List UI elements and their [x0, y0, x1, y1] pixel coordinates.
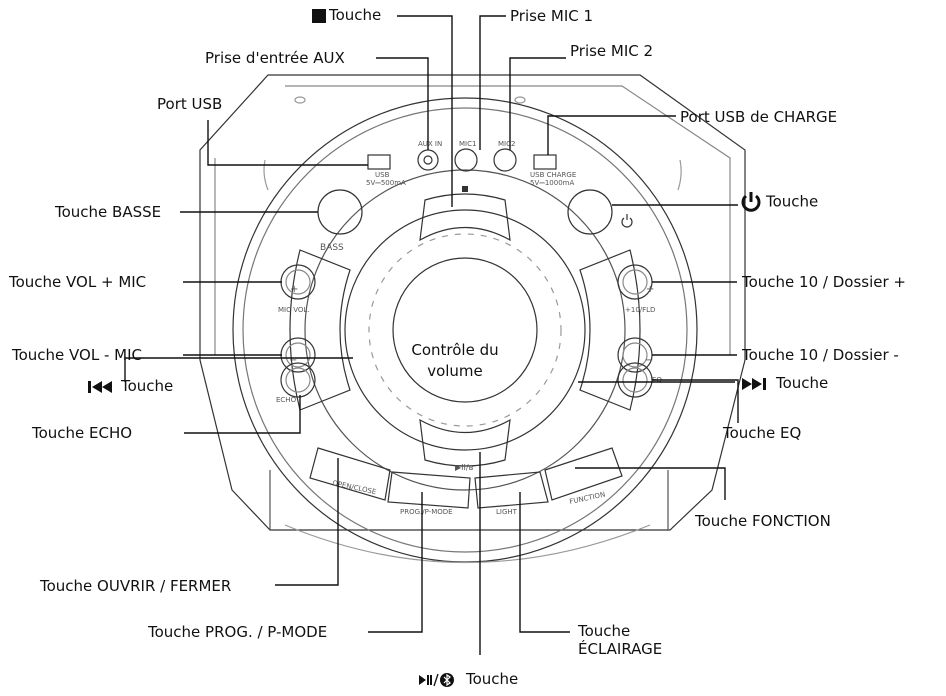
- minus-print-right: −: [645, 355, 653, 366]
- bass-print: BASS: [320, 243, 344, 253]
- echo-knob[interactable]: [280, 362, 316, 398]
- prog-mode-key[interactable]: [387, 471, 471, 509]
- label-next-button: Touche: [740, 374, 828, 392]
- stop-square-icon: [312, 8, 326, 23]
- prev-button-text: Touche: [121, 377, 174, 395]
- label-mic-vol-minus: Touche VOL - MIC: [12, 346, 142, 364]
- prog-mode-print: PROG./P-MODE: [400, 508, 453, 516]
- leader-open-close: [275, 458, 339, 586]
- echo-print: ECHO: [276, 396, 297, 404]
- mic2-jack: [493, 148, 517, 172]
- label-prev-button: Touche: [85, 377, 173, 395]
- aux-in-print: AUX IN: [418, 140, 442, 148]
- leader-prog: [368, 492, 423, 633]
- mic2-print: MIC2: [498, 140, 515, 148]
- light-key[interactable]: [474, 471, 549, 509]
- light-button-line2: ÉCLAIRAGE: [578, 640, 663, 658]
- bass-knob[interactable]: [317, 189, 363, 235]
- label-open-close-button: Touche OUVRIR / FERMER: [40, 577, 232, 595]
- leader-mic1: [479, 15, 506, 150]
- label-light-button: Touche ÉCLAIRAGE: [578, 622, 662, 658]
- leader-usb: [207, 120, 368, 166]
- label-echo-button: Touche ECHO: [32, 424, 133, 442]
- leader-light: [519, 492, 570, 633]
- label-play-bt-button: Touche: [418, 670, 518, 688]
- label-volume-control: Contrôle du volume: [397, 340, 513, 382]
- leader-echo: [184, 395, 301, 434]
- usb-charge-spec-print: 5V⎓1000mA: [530, 179, 574, 187]
- usb-charge-socket: [533, 154, 557, 170]
- power-print-icon: [621, 214, 633, 228]
- speaker-housing-outline: [199, 74, 746, 531]
- plus-print-left: +: [290, 284, 298, 295]
- light-print: LIGHT: [496, 508, 518, 516]
- next-pad[interactable]: [579, 249, 641, 411]
- open-close-key[interactable]: [309, 447, 391, 501]
- plus10-fld-print: +10/FLD: [625, 306, 655, 314]
- light-button-line1: Touche: [578, 622, 631, 640]
- volume-control-line1: Contrôle du: [411, 341, 499, 359]
- label-power-button: Touche: [740, 190, 818, 214]
- prev-track-icon: [88, 380, 112, 393]
- power-icon: [741, 192, 761, 212]
- label-plus10-folder-plus: Touche 10 / Dossier +: [742, 273, 906, 291]
- stop-print-icon: [462, 186, 468, 192]
- mic-vol-print: MIC VOL.: [278, 306, 310, 314]
- mic1-jack: [454, 148, 478, 172]
- function-key[interactable]: [544, 447, 623, 501]
- leader-usb-charge: [547, 115, 676, 155]
- volume-knob[interactable]: [392, 257, 538, 403]
- leader-eq: [652, 379, 739, 423]
- leader-aux: [376, 57, 429, 150]
- usb-port-socket: [367, 154, 391, 170]
- label-plus10-folder-minus: Touche 10 / Dossier -: [742, 346, 899, 364]
- next-track-icon: [742, 377, 766, 390]
- usb-print: USB: [375, 171, 390, 179]
- volume-control-line2: volume: [427, 362, 483, 380]
- power-knob[interactable]: [567, 189, 613, 235]
- control-ring-outer: [232, 97, 698, 563]
- leader-prev: [124, 357, 353, 382]
- prev-pad[interactable]: [289, 249, 351, 411]
- stop-pad[interactable]: [419, 193, 511, 242]
- play-pause-bluetooth-icon: [419, 672, 454, 687]
- label-mic2-jack: Prise MIC 2: [570, 42, 654, 60]
- power-button-text: Touche: [766, 192, 819, 211]
- minus-print-left: −: [289, 355, 297, 366]
- play-bt-print: ▶II/ʙ: [455, 463, 474, 472]
- mic1-print: MIC1: [459, 140, 476, 148]
- label-aux-input: Prise d'entrée AUX: [205, 49, 345, 67]
- aux-jack: [417, 149, 439, 171]
- usb-charge-print: USB CHARGE: [530, 171, 576, 179]
- play-bt-button-text: Touche: [466, 670, 519, 688]
- leader-function: [575, 467, 726, 500]
- label-bass-button: Touche BASSE: [55, 203, 162, 221]
- usb-spec-print: 5V⎓500mA: [366, 179, 406, 187]
- label-usb-charge-port: Port USB de CHARGE: [680, 108, 838, 126]
- label-mic1-jack: Prise MIC 1: [510, 7, 594, 25]
- label-eq-button: Touche EQ: [723, 424, 802, 442]
- label-usb-port: Port USB: [157, 95, 223, 113]
- label-mic-vol-plus: Touche VOL + MIC: [9, 273, 147, 291]
- leader-stop: [397, 15, 453, 207]
- label-prog-pmode-button: Touche PROG. / P-MODE: [148, 623, 328, 641]
- leader-mic2: [509, 57, 566, 150]
- stop-button-text: Touche: [329, 6, 382, 24]
- play-bt-pad[interactable]: [419, 418, 511, 467]
- next-button-text: Touche: [776, 374, 829, 392]
- plus-print-right: +: [646, 284, 654, 295]
- label-function-button: Touche FONCTION: [695, 512, 831, 530]
- label-stop-button: Touche: [312, 6, 381, 24]
